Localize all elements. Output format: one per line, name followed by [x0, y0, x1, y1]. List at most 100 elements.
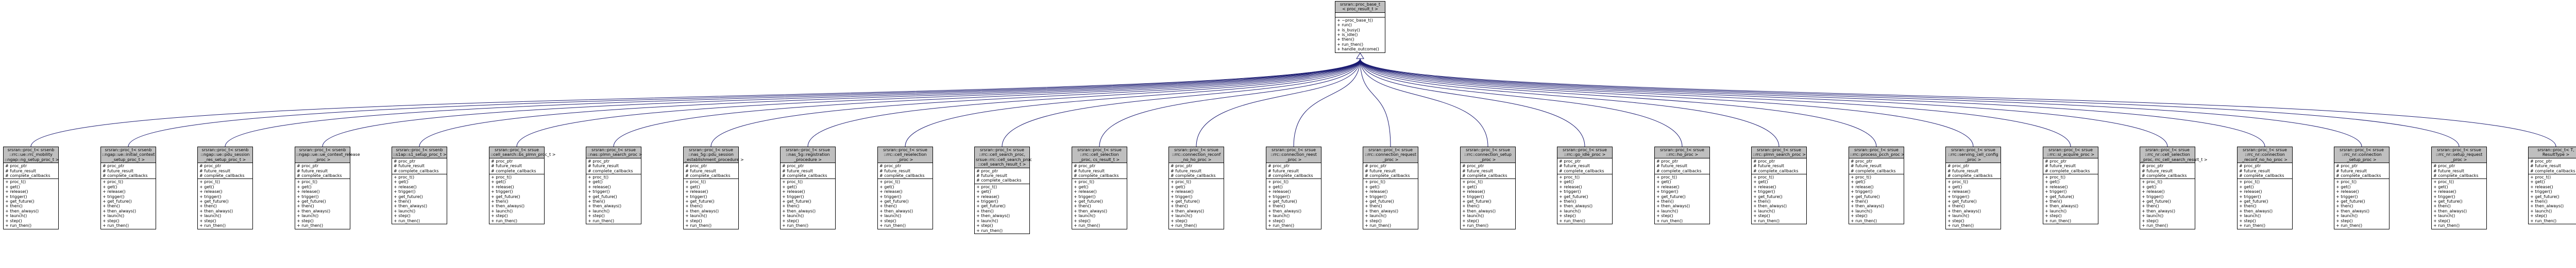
- methods-section: + proc_t()+ get()+ release()+ trigger()+…: [975, 184, 1029, 234]
- attribute: # proc_ptr: [2239, 164, 2261, 169]
- derived-class-box[interactable]: srsran::proc_t< T,ResultType ># proc_ptr…: [2528, 147, 2576, 225]
- class-name-line: ::s1ap::s1_setup_proc_t >: [393, 152, 447, 157]
- method: + run_then(): [1337, 42, 1364, 47]
- derived-class-box[interactable]: srsran::proc_t< srsue::rrc::si_acquire_p…: [2043, 147, 2098, 225]
- class-name-line: ::cell_search::bs_plmn_proc_t >: [490, 152, 556, 157]
- inheritance-edge: [1196, 58, 1361, 147]
- method: + step(): [2336, 218, 2353, 223]
- derived-class-box[interactable]: srsran::proc_t< srsue::rrc::connection_r…: [1168, 147, 1224, 229]
- method: + get_future(): [976, 204, 1006, 209]
- method: + proc_t(): [2045, 175, 2066, 180]
- derived-class-box[interactable]: srsran::proc_t< srsue::nas::plmn_search_…: [586, 147, 642, 225]
- method: + then(): [685, 204, 703, 209]
- method: + release(): [491, 184, 514, 189]
- inheritance-edge: [419, 58, 1361, 147]
- method: + get_future(): [588, 194, 617, 199]
- inheritance-edge: [322, 58, 1361, 147]
- derived-class-box[interactable]: srsran::proc_t< srsue::nas_5g::registrat…: [780, 147, 836, 229]
- derived-class-box[interactable]: srsran::proc_t< srsue::rrc_nr::setup_req…: [2431, 147, 2487, 229]
- attribute: # complete_callbacks: [394, 168, 439, 173]
- method: + get(): [588, 180, 603, 185]
- derived-class-box[interactable]: srsran::proc_t< srsue::rrc::cell_search_…: [974, 147, 1032, 234]
- derived-class-box[interactable]: srsran::proc_t< srsenb::ngap::ue::pdu_se…: [197, 147, 253, 229]
- method: + run_then(): [1947, 223, 1974, 228]
- class-name: srsran::proc_t< srsue::rrc::connection_r…: [1363, 147, 1418, 164]
- method: + step(): [1753, 213, 1770, 219]
- attribute: # proc_ptr: [1268, 164, 1290, 169]
- inheritance-edge: [1360, 58, 2265, 147]
- method: + is_busy(): [1337, 27, 1360, 32]
- method: + then(): [491, 199, 509, 204]
- attribute: # future_result: [1268, 168, 1299, 173]
- derived-class-box[interactable]: srsran::proc_t< srsenb::ngap::ue::ue_con…: [295, 147, 360, 229]
- method: + release(): [2045, 184, 2068, 189]
- derived-class-box[interactable]: srsran::proc_t< srsue::rrc::cell_selecti…: [1072, 147, 1127, 229]
- method: + step(): [1171, 218, 1188, 223]
- inheritance-edge: [1360, 58, 2071, 147]
- methods-section: + proc_t()+ get()+ release()+ trigger()+…: [198, 179, 252, 228]
- attributes-section: # proc_ptr# future_result# complete_call…: [101, 163, 156, 180]
- derived-class-box[interactable]: srsran::proc_t< srsue::rrc_nr::connectio…: [2237, 147, 2293, 229]
- method: + trigger(): [491, 189, 513, 194]
- derived-class-box[interactable]: srsran::proc_t< srsenb::s1ap::s1_setup_p…: [392, 147, 447, 225]
- derived-class-box[interactable]: srsran::proc_t< srsue::rrc::connection_s…: [1460, 147, 1516, 229]
- method: + launch(): [2239, 213, 2261, 219]
- attributes-section: # proc_ptr# future_result# complete_call…: [198, 163, 252, 180]
- method: + get(): [1365, 184, 1380, 189]
- attribute: # proc_ptr: [2045, 158, 2067, 164]
- class-name-line: ::rrc::connection_reest: [1270, 152, 1317, 157]
- method: + release(): [297, 189, 320, 194]
- method: + then(): [2142, 204, 2159, 209]
- attributes-section: # proc_ptr# future_result# complete_call…: [1363, 163, 1418, 180]
- inheritance-edge: [613, 58, 1361, 147]
- attribute: # complete_callbacks: [782, 173, 827, 178]
- class-name-line: ::rrc_nr::connection: [2245, 152, 2285, 157]
- method: + get(): [976, 189, 991, 194]
- method: + then_always(): [2045, 204, 2079, 209]
- derived-class-box[interactable]: srsran::proc_t< srsue::rrc_nr::cell_sele…: [2140, 147, 2208, 229]
- derived-class-box[interactable]: srsran::proc_t< srsenb::ngap::ue::initia…: [100, 147, 156, 229]
- class-name: srsran::proc_t< srsue::rrc_nr::setup_req…: [2432, 147, 2486, 164]
- method: + proc_t(): [879, 180, 901, 185]
- derived-class-box[interactable]: srsran::proc_t< srsue::cell_search::bs_p…: [489, 147, 556, 225]
- method: + release(): [588, 184, 611, 189]
- derived-class-box[interactable]: srsran::proc_t< srsue::rrc::connection_r…: [1363, 147, 1418, 229]
- derived-class-box[interactable]: srsran::proc_t< srsue::rrc::serving_cell…: [1945, 147, 2001, 229]
- method: + launch(): [1559, 208, 1581, 213]
- attribute: # complete_callbacks: [5, 173, 50, 178]
- derived-class-box[interactable]: srsran::proc_t< srsue::rrc::ho_proc ># p…: [1654, 147, 1710, 225]
- method: + get(): [2045, 180, 2060, 185]
- method: + then(): [5, 204, 23, 209]
- derived-class-box[interactable]: srsran::proc_t< srsue::rrc::cell_reselec…: [877, 147, 933, 229]
- method: + step(): [685, 218, 702, 223]
- attributes-section: # proc_ptr# future_result# complete_call…: [1557, 158, 1612, 175]
- method: + launch(): [782, 213, 804, 219]
- derived-class-box[interactable]: srsran::proc_t< srsue::rrc::plmn_search_…: [1751, 147, 1807, 225]
- class-name: srsran::proc_t< srsue::rrc::connection_r…: [1169, 147, 1224, 164]
- derived-class-box[interactable]: srsran::proc_t< srsue::nas_5g::pdu_sessi…: [683, 147, 744, 229]
- class-name-line: ::ngap::ue::initial_context: [102, 152, 155, 157]
- derived-class-box[interactable]: srsran::proc_t< srsue::rrc_nr::connectio…: [2334, 147, 2389, 229]
- class-name-line: _establishment_procedure >: [685, 157, 744, 162]
- method: + release(): [1851, 184, 1874, 189]
- method: + launch(): [1171, 213, 1193, 219]
- method: + then(): [2530, 199, 2548, 204]
- class-name-line: ::rrc::serving_cell_config: [1948, 152, 1998, 157]
- attributes-section: # proc_ptr# future_result# complete_call…: [1849, 158, 1904, 175]
- derived-class-box[interactable]: srsran::proc_t< srsenb::rrc::ue::rrc_mob…: [3, 147, 59, 229]
- method: + step(): [1365, 218, 1382, 223]
- derived-class-box[interactable]: srsran::proc_t< srsue::rrc::process_pcch…: [1849, 147, 1905, 225]
- class-name-line: ::rrc::connection_setup: [1464, 152, 1512, 157]
- method: + release(): [1559, 184, 1582, 189]
- derived-class-box[interactable]: srsran::proc_t< srsue::rrc::connection_r…: [1266, 147, 1321, 229]
- method: + release(): [1753, 184, 1776, 189]
- inheritance-edge: [1360, 58, 1877, 147]
- method: + get(): [491, 180, 506, 185]
- method: + get(): [5, 184, 20, 189]
- attribute: # future_result: [1656, 164, 1688, 169]
- derived-class-box[interactable]: srsran::proc_t< srsue::rrc::go_idle_proc…: [1557, 147, 1613, 225]
- base-class-box[interactable]: srsran::proc_base_t< proc_result_t >+ ~p…: [1335, 1, 1385, 53]
- method: + trigger(): [1851, 189, 1873, 194]
- attribute: # complete_callbacks: [1851, 168, 1896, 173]
- method: + launch(): [879, 213, 902, 219]
